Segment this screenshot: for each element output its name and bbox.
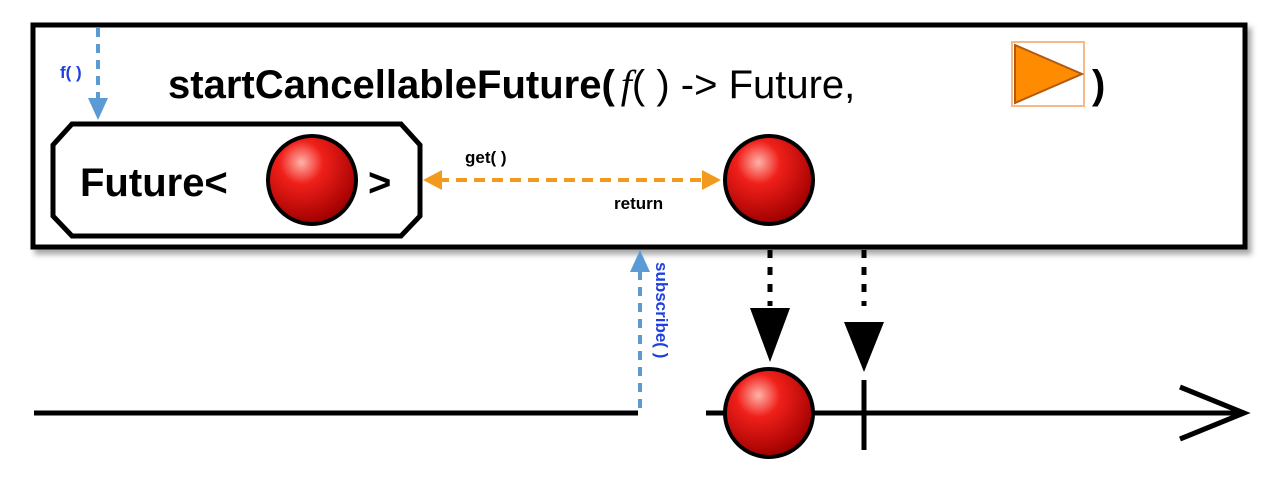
emit-completion-arrow (844, 250, 884, 372)
emit-item-arrow (750, 250, 790, 362)
return-label: return (614, 194, 663, 213)
close-paren: ) (1092, 63, 1105, 107)
output-timeline (34, 384, 1251, 442)
subscribe-label: subscribe( ) (652, 262, 671, 358)
f-call-label: f( ) (60, 63, 82, 82)
operator-title: startCancellableFuture(f( ) -> Future, (168, 62, 855, 107)
signature-rest: ( ) -> Future, (632, 63, 855, 107)
future-label-prefix: Future< (80, 161, 228, 205)
output-item-marble (723, 367, 815, 459)
f-call-arrow (88, 28, 108, 120)
orange-triangle-icon (1011, 41, 1085, 107)
future-label-suffix: > (368, 161, 391, 205)
subscribe-arrow (630, 250, 650, 408)
red-marble-icon (266, 134, 358, 226)
get-label: get( ) (465, 148, 507, 167)
get-return-arrow (423, 170, 721, 190)
returned-item-marble (723, 134, 815, 226)
operator-name: startCancellableFuture( (168, 63, 615, 107)
